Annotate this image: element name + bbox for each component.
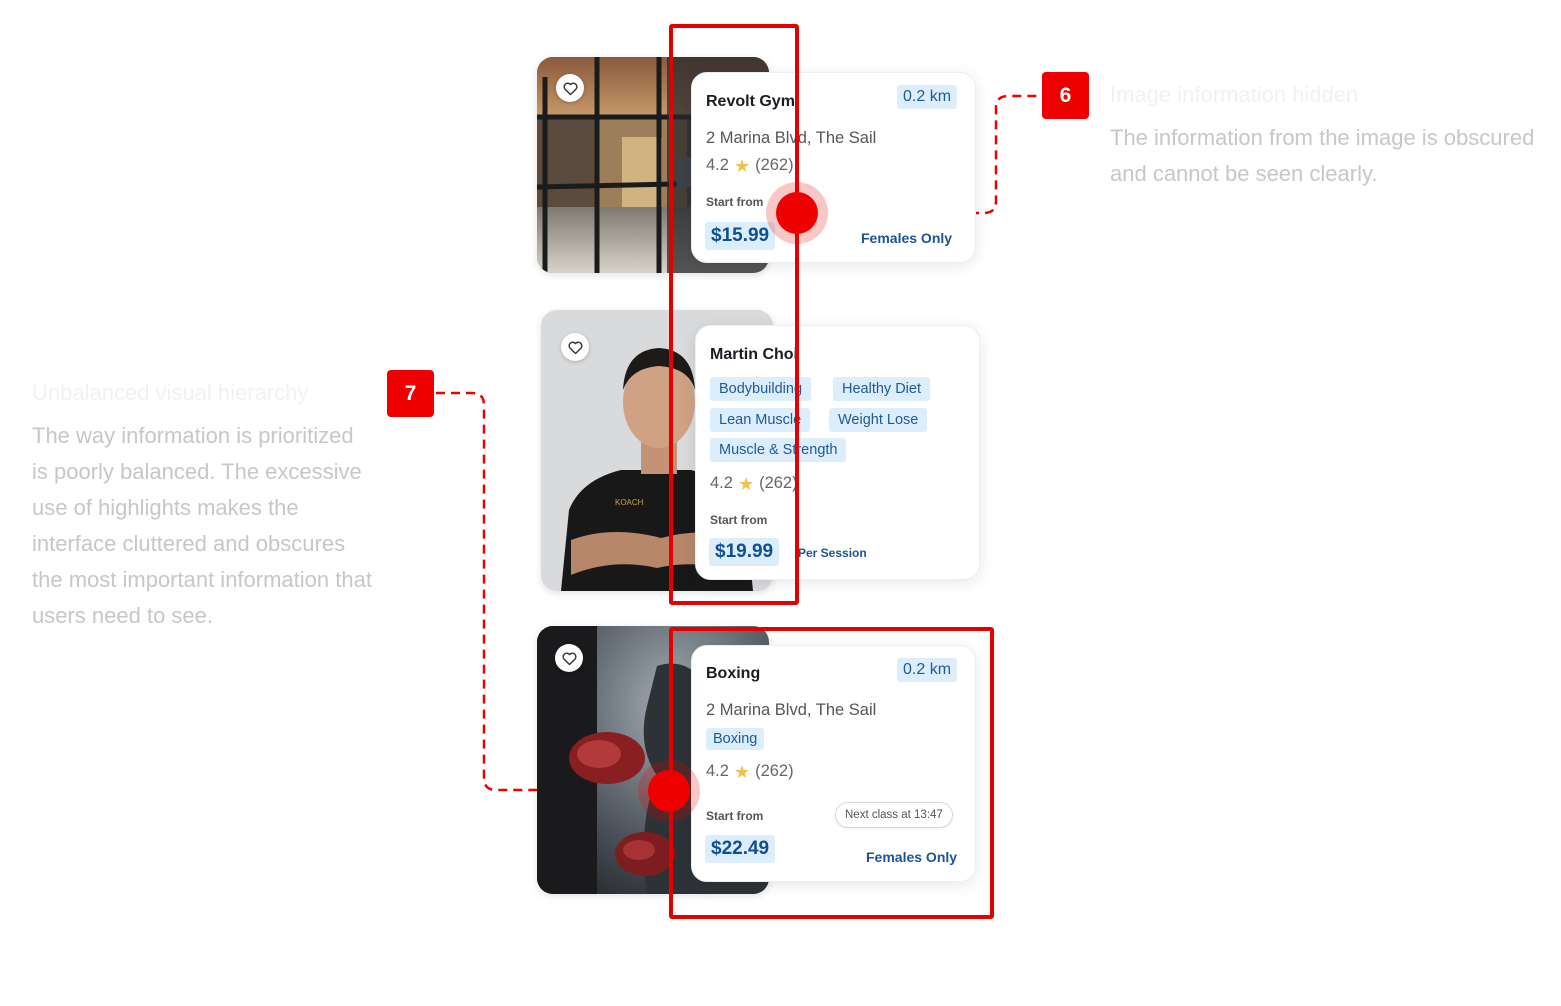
start-from-label: Start from [706,809,764,823]
favorite-button[interactable] [561,333,589,361]
address-text: 2 Marina Blvd, The Sail [706,129,877,147]
next-class-chip: Next class at 13:47 [835,802,953,828]
star-icon: ★ [737,473,755,494]
review-count: (262) [755,156,794,174]
heart-icon [562,82,578,95]
gym-info-card[interactable]: Revolt Gym 0.2 km 2 Marina Blvd, The Sai… [691,72,976,263]
price-badge: $22.49 [705,835,776,863]
specialty-tag: Healthy Diet [833,377,930,401]
annotation-body-7: The way information is prioritized is po… [32,423,372,628]
gym-name: Revolt Gym [706,93,795,110]
rating-value: 4.2 [710,474,733,492]
highlight-box-image-overlap [669,24,799,605]
review-count: (262) [755,762,794,780]
rating-value: 4.2 [706,762,729,780]
star-icon: ★ [733,761,751,782]
svg-text:KOACH: KOACH [615,498,644,507]
specialty-tag: Weight Lose [829,408,928,432]
connector-6 [820,94,1042,215]
class-name: Boxing [706,665,761,682]
distance-badge: 0.2 km [897,85,958,109]
annotation-body-6: The information from the image is obscur… [1110,125,1535,186]
annotation-title-7: Unbalanced visual hierarchy [32,380,309,405]
rating: 4.2 ★ (262) [710,474,798,493]
price-badge: $19.99 [709,538,780,566]
start-from-label: Start from [710,513,768,527]
distance-badge: 0.2 km [897,658,958,682]
audience-label: Females Only [861,230,953,246]
heart-icon [567,341,583,354]
review-count: (262) [759,474,798,492]
price-badge: $15.99 [705,222,776,250]
connector-7 [436,391,650,792]
rating: 4.2 ★ (262) [706,762,794,781]
heart-icon [561,652,577,665]
trainer-name: Martin Choi [710,346,798,363]
specialty-tag: Bodybuilding [710,377,812,401]
annotation-title-6: Image information hidden [1110,82,1359,107]
rating-value: 4.2 [706,156,729,174]
annotation-badge-6: 6 [1042,72,1089,119]
marker-dot-7 [648,770,690,812]
star-icon: ★ [733,155,751,176]
boxing-info-card[interactable]: Boxing 0.2 km 2 Marina Blvd, The Sail Bo… [691,645,976,882]
category-tag: Boxing [706,728,765,750]
marker-dot-6 [776,192,818,234]
trainer-info-card[interactable]: Martin Choi Bodybuilding Healthy Diet Le… [695,325,980,580]
highlight-box-boxing-card [669,627,994,919]
favorite-button[interactable] [555,644,583,672]
audience-label: Females Only [866,849,958,865]
specialty-tag: Lean Muscle [710,408,811,432]
favorite-button[interactable] [556,74,584,102]
rating: 4.2 ★ (262) [706,156,794,175]
specialty-tag: Muscle & Strength [710,438,847,462]
start-from-label: Start from [706,195,764,209]
annotation-badge-7: 7 [387,370,434,417]
price-unit: Per Session [798,546,867,560]
address-text: 2 Marina Blvd, The Sail [706,701,877,719]
